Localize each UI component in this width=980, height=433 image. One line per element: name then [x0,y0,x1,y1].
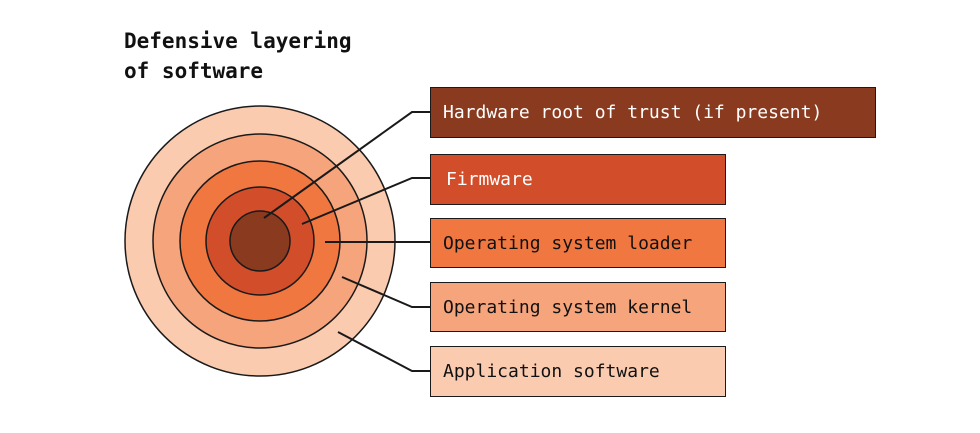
label-os-loader: Operating system loader [430,218,726,268]
label-text-os-kernel: Operating system kernel [443,296,693,318]
label-text-os-loader: Operating system loader [443,232,693,254]
label-text-firmware: Firmware [446,169,533,190]
label-hardware-root-of-trust: Hardware root of trust (if present) [430,87,876,138]
title-line-1: Defensive layering [124,29,352,53]
label-application-software: Application software [430,346,726,397]
label-text-application: Application software [443,361,660,382]
title-line-2: of software [124,59,264,83]
leader-line-hardware [263,111,430,219]
leader-line-application [337,331,430,372]
diagram-title: Defensive layering of software [124,26,444,86]
leader-line-os-kernel [341,276,430,308]
ring-hardware-root-of-trust [229,210,291,272]
leader-line-firmware [301,177,430,225]
label-text-hardware: Hardware root of trust (if present) [443,102,823,123]
label-os-kernel: Operating system kernel [430,282,726,332]
label-firmware: Firmware [430,154,726,205]
